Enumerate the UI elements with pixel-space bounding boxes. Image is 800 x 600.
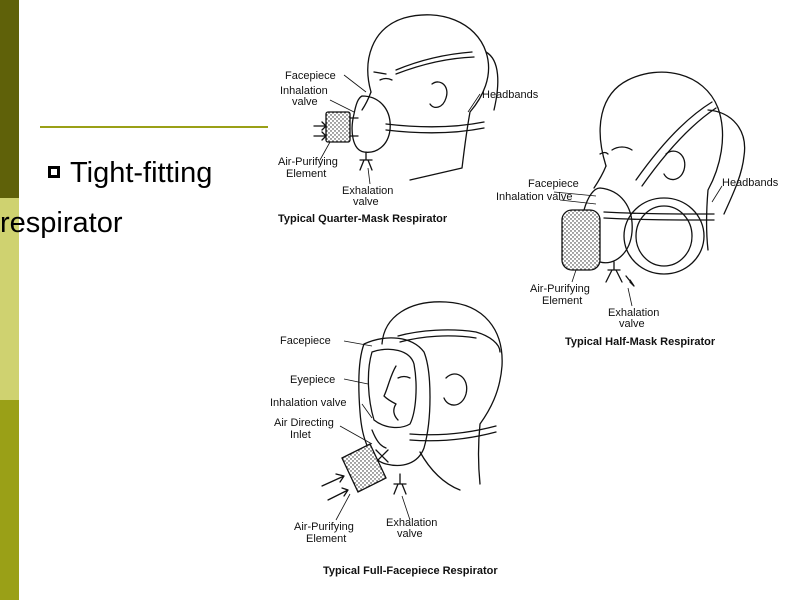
half-label-facepiece: Facepiece xyxy=(528,178,579,190)
full-label-air-directing-1: Air Directing xyxy=(274,417,334,429)
title-rule xyxy=(40,126,268,128)
full-label-air-purifying-2: Element xyxy=(306,533,346,545)
full-label-exhalation-2: valve xyxy=(397,528,423,540)
quarter-label-facepiece: Facepiece xyxy=(285,70,336,82)
full-label-exhalation-1: Exhalation xyxy=(386,517,437,529)
bullet-line-1: Tight-fitting xyxy=(70,157,213,189)
full-label-air-directing-2: Inlet xyxy=(290,429,311,441)
quarter-label-air-purifying-1: Air-Purifying xyxy=(278,156,338,168)
quarter-label-exhalation-2: valve xyxy=(353,196,379,208)
quarter-label-headbands: Headbands xyxy=(482,89,539,101)
quarter-mask-figure: Facepiece Inhalation valve Headbands Air… xyxy=(278,14,539,225)
half-label-exhalation-1: Exhalation xyxy=(608,307,659,319)
quarter-label-inhalation-1: Inhalation xyxy=(280,85,328,97)
half-caption: Typical Half-Mask Respirator xyxy=(565,336,716,348)
full-caption: Typical Full-Facepiece Respirator xyxy=(323,565,498,577)
half-mask-figure: Facepiece Inhalation valve Headbands Air… xyxy=(496,71,779,348)
full-label-facepiece: Facepiece xyxy=(280,335,331,347)
full-label-inhalation: Inhalation valve xyxy=(270,397,346,409)
quarter-label-air-purifying-2: Element xyxy=(286,168,326,180)
half-label-air-purifying-1: Air-Purifying xyxy=(530,283,590,295)
sidebar-accent xyxy=(0,0,19,600)
sidebar-band-dark xyxy=(0,0,19,198)
quarter-label-exhalation-1: Exhalation xyxy=(342,185,393,197)
sidebar-band-mid xyxy=(0,400,19,600)
bullet-line-2: respirator xyxy=(0,207,123,239)
half-label-exhalation-2: valve xyxy=(619,318,645,330)
bullet-point: Tight-fitting respirator xyxy=(0,148,213,248)
full-label-eyepiece: Eyepiece xyxy=(290,374,335,386)
sidebar-band-light xyxy=(0,198,19,400)
half-label-air-purifying-2: Element xyxy=(542,295,582,307)
quarter-caption: Typical Quarter-Mask Respirator xyxy=(278,213,448,225)
full-label-air-purifying-1: Air-Purifying xyxy=(294,521,354,533)
quarter-label-inhalation-2: valve xyxy=(292,96,318,108)
half-label-headbands: Headbands xyxy=(722,177,779,189)
full-facepiece-figure: Facepiece Eyepiece Inhalation valve Air … xyxy=(270,301,503,577)
bullet-square-icon xyxy=(48,166,60,178)
half-label-inhalation: Inhalation valve xyxy=(496,191,572,203)
